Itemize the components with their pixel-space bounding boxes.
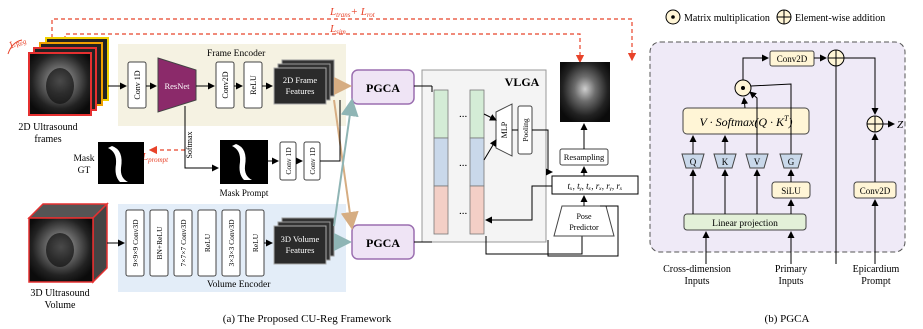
vlga-token-columns bbox=[433, 89, 485, 235]
pgca-legend bbox=[665, 9, 792, 25]
frame-conv2d-label: Conv2D bbox=[221, 71, 230, 98]
g-label: G bbox=[788, 157, 795, 167]
pgca-matmul-dot bbox=[741, 86, 745, 90]
caption-b: (b) PGCA bbox=[765, 313, 810, 325]
output-z-label: Z bbox=[897, 119, 904, 131]
legend-elementwise-add: Element-wise addition bbox=[795, 13, 885, 24]
prompt-conv1d-b-label: Conv 1D bbox=[308, 147, 317, 175]
pgca-conv2d-top-label: Conv2D bbox=[777, 54, 808, 64]
pgca-input-arrows bbox=[332, 77, 359, 251]
pose-arrows bbox=[547, 123, 619, 257]
frame-features-stack bbox=[273, 59, 335, 105]
pgca-detail-panel bbox=[649, 41, 906, 253]
loss-prompt-label: Lprompt bbox=[141, 151, 169, 164]
v-label: V bbox=[754, 157, 761, 167]
prompt-conv1d-a-label: Conv 1D bbox=[284, 147, 293, 175]
vlga-dots-3: ... bbox=[459, 205, 468, 217]
frame-conv1d-block bbox=[127, 61, 147, 109]
linear-projection-label: Linear projection bbox=[712, 219, 778, 229]
vlga-dots-2: ... bbox=[459, 157, 468, 169]
pose-params-box bbox=[551, 175, 639, 195]
softmax-label: Softmax bbox=[185, 131, 194, 158]
linear-projection-block bbox=[683, 213, 807, 231]
volume-encoder-title: Volume Encoder bbox=[207, 280, 271, 290]
pgca-block-top bbox=[351, 69, 415, 105]
vlga-dots-1: ... bbox=[459, 108, 468, 120]
volume-label: 3D Ultrasound bbox=[30, 288, 89, 299]
input-epicardium-label: Epicardium bbox=[853, 264, 900, 275]
mask-prompt-label: Mask Prompt bbox=[220, 188, 269, 198]
volume-relu2-label: ReLU bbox=[251, 233, 260, 252]
pooling-label: Pooling bbox=[521, 118, 530, 142]
input-cross-label: Cross-dimension bbox=[663, 264, 731, 275]
resampled-image bbox=[560, 62, 610, 122]
volume-encoder-blocks bbox=[125, 209, 265, 277]
ultrasound-volume-cube bbox=[27, 202, 109, 284]
mask-gt-label-2: GT bbox=[78, 166, 91, 176]
loss-sim-label: Lsim bbox=[329, 23, 346, 36]
pose-predictor-label-2: Predictor bbox=[569, 223, 599, 232]
frame-relu-label: ReLU bbox=[249, 75, 258, 95]
frame-encoder-title: Frame Encoder bbox=[207, 49, 266, 59]
attention-formula-box bbox=[682, 107, 810, 135]
input-cross-label-2: Inputs bbox=[685, 276, 710, 287]
mlp-label: MLP bbox=[500, 121, 509, 138]
loss-reg-bracket bbox=[7, 39, 23, 55]
legend-matrix-mult: Matrix multiplication bbox=[684, 13, 770, 24]
pose-params-label: tₓ, tᵧ, tₓ, rₓ, rᵧ, rₓ bbox=[568, 181, 623, 191]
resnet-block bbox=[157, 57, 197, 113]
volume-features-label-2: Features bbox=[286, 245, 315, 255]
silu-label: SiLU bbox=[781, 186, 801, 196]
pgca-top-label: PGCA bbox=[366, 81, 400, 95]
input-primary-label: Primary bbox=[775, 264, 807, 275]
frames-label-2: frames bbox=[34, 134, 61, 145]
volume-label-2: Volume bbox=[45, 300, 76, 311]
frame-features-label: 2D Frame bbox=[283, 75, 317, 85]
ultrasound-frames-stack bbox=[28, 37, 109, 116]
mlp-block bbox=[495, 103, 513, 157]
resampling-label: Resampling bbox=[564, 152, 605, 162]
vlga-title: VLGA bbox=[505, 75, 540, 89]
volume-relu1-label: ReLU bbox=[203, 233, 212, 252]
volume-conv1-label: 9×9×9 Conv3D bbox=[131, 219, 140, 267]
volume-conv2-label: 7×7×7 Conv3D bbox=[179, 219, 188, 267]
frame-relu-block bbox=[243, 61, 263, 109]
frame-conv1d-label: Conv 1D bbox=[133, 70, 142, 99]
pgca-bottom-label: PGCA bbox=[366, 236, 400, 250]
input-primary-label-2: Inputs bbox=[779, 276, 804, 287]
volume-bn-label: BN+ReLU bbox=[155, 226, 164, 260]
k-label: K bbox=[722, 157, 729, 167]
attention-formula: V · Softmax(Q · KT) bbox=[700, 114, 793, 129]
mask-prompt-shape bbox=[232, 144, 252, 180]
frame-conv2d-block bbox=[215, 61, 235, 109]
frame-encoder-arrows bbox=[108, 82, 273, 172]
pose-predictor-block bbox=[553, 205, 615, 237]
pose-predictor-label: Pose bbox=[576, 212, 592, 221]
frames-label: 2D Ultrasound bbox=[18, 122, 77, 133]
volume-features-label: 3D Volume bbox=[281, 234, 320, 244]
pgca-arrows bbox=[689, 54, 895, 264]
loss-trans-rot-label: Ltrans+ Lrot bbox=[329, 6, 376, 19]
qkvg-projections bbox=[681, 153, 803, 169]
mask-gt-shape bbox=[108, 146, 128, 182]
resnet-label: ResNet bbox=[164, 81, 190, 91]
caption-a: (a) The Proposed CU-Reg Framework bbox=[223, 313, 392, 325]
volume-conv3-label: 3×3×3 Conv3D bbox=[227, 219, 236, 267]
volume-features-stack bbox=[273, 217, 335, 265]
q-label: Q bbox=[690, 157, 697, 167]
pgca-conv2d-right-label: Conv2D bbox=[860, 186, 891, 196]
input-epicardium-label-2: Prompt bbox=[861, 276, 891, 287]
mask-gt-label: Mask bbox=[73, 154, 94, 164]
frame-features-label-2: Features bbox=[286, 86, 315, 96]
